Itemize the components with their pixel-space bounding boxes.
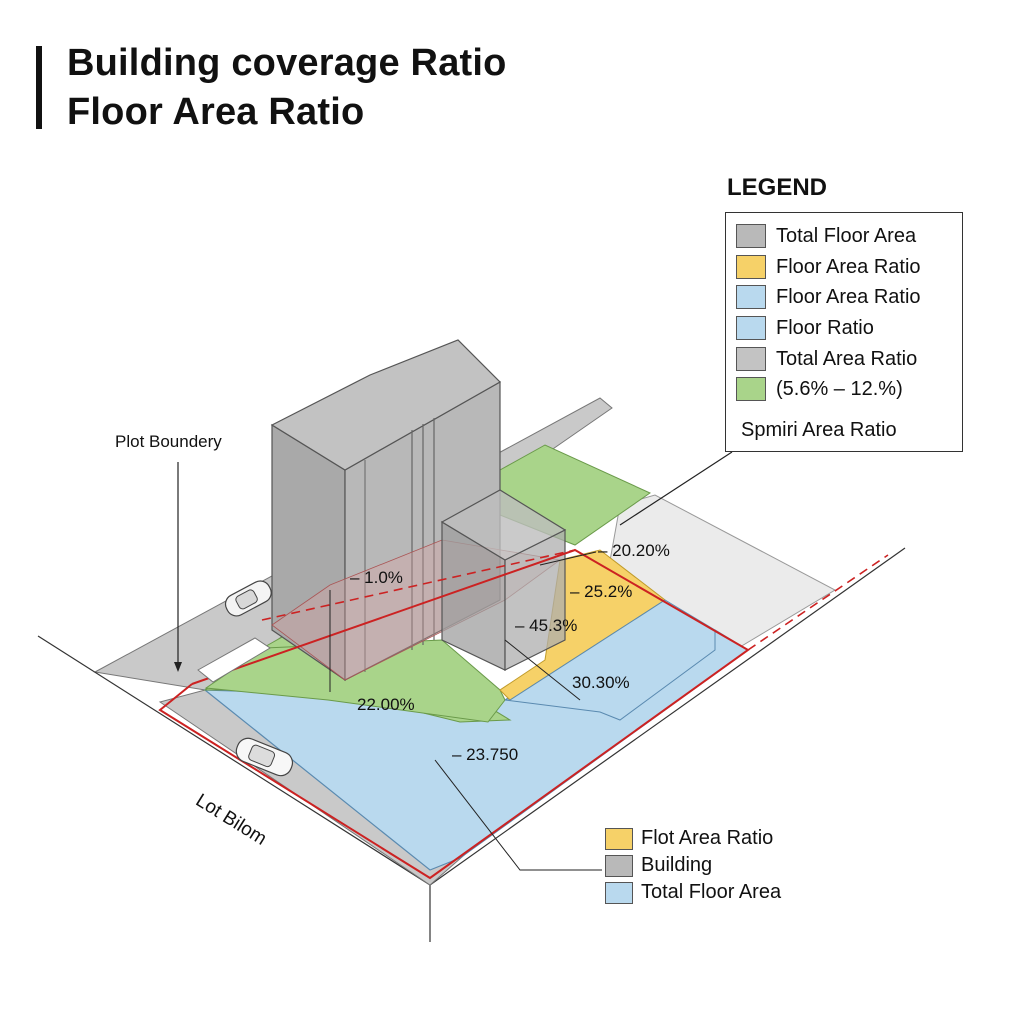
label-pct-1-0: – 1.0%: [350, 568, 403, 587]
legend-item: Total Area Ratio: [736, 346, 917, 372]
legend-bottom-item: Total Floor Area: [605, 879, 781, 906]
legend-bottom-swatch: [605, 881, 633, 904]
legend-title: LEGEND: [727, 174, 828, 201]
legend-item-label: Total Area Ratio: [776, 347, 918, 370]
legend-swatch: [736, 285, 766, 309]
leader-23-750: [434, 759, 602, 871]
legend-item-label: Floor Ratio: [776, 316, 874, 339]
legend-bottom-item: Building: [605, 852, 781, 879]
plot-boundary-arrow: [174, 662, 182, 672]
legend-footer: Spmiri Area Ratio: [741, 419, 897, 441]
leader-20-20: [539, 551, 597, 566]
legend-item: Floor Ratio: [736, 315, 874, 341]
label-plot-boundary: Plot Boundery: [115, 432, 222, 451]
plot-boundary-dashed-1: [159, 709, 431, 879]
legend-item: Floor Area Ratio: [736, 254, 921, 280]
legend-swatch: [736, 377, 766, 401]
legend-bottom: Flot Area Ratio Building Total Floor Are…: [605, 825, 781, 906]
leader-45-3: [504, 639, 581, 701]
legend-swatch: [736, 347, 766, 371]
title-accent-bar: [36, 46, 42, 129]
label-pct-25-2: – 25.2%: [570, 582, 633, 601]
ground-line-right: [429, 547, 906, 886]
legend-item-label: Floor Area Ratio: [776, 255, 921, 278]
plot-boundary-line: [158, 548, 750, 880]
legend-box: Total Floor Area Floor Area Ratio Floor …: [725, 212, 963, 452]
legend-item: (5.6% – 12.%): [736, 376, 903, 402]
legend-bottom-label: Total Floor Area: [641, 881, 782, 903]
ground-line-left: [37, 635, 431, 886]
legend-item-label: Floor Area Ratio: [776, 285, 921, 308]
legend-swatch: [736, 224, 766, 248]
page-title-line-1: Building coverage Ratio: [67, 42, 507, 84]
legend-item-label: Total Floor Area: [776, 224, 917, 247]
label-pct-30-30: 30.30%: [572, 673, 630, 692]
legend-swatch: [736, 316, 766, 340]
legend-swatch: [736, 255, 766, 279]
green-space-front-2: [204, 639, 506, 723]
legend-item: Total Floor Area: [736, 223, 916, 249]
legend-bottom-swatch: [605, 827, 633, 850]
legend-bottom-item: Flot Area Ratio: [605, 825, 781, 852]
page-title-line-2: Floor Area Ratio: [67, 91, 365, 133]
label-pct-23-750: – 23.750: [452, 745, 519, 764]
legend-item-label: (5.6% – 12.%): [776, 377, 903, 400]
legend-item: Floor Area Ratio: [736, 284, 921, 310]
crosswalk: [197, 637, 271, 683]
glass-block-roof: [440, 489, 567, 561]
plot-boundary-dashed-2: [261, 549, 576, 621]
legend-bottom-label: Building: [641, 854, 713, 876]
blue-band-right: [504, 599, 716, 721]
label-pct-20-20: – 20.20%: [598, 541, 670, 560]
car-icon-bottom: [235, 737, 294, 777]
car-icon-top: [224, 580, 272, 617]
building-tower-roof: [270, 339, 501, 471]
label-pct-22-00: 22.00%: [357, 695, 415, 714]
legend-bottom-swatch: [605, 854, 633, 877]
plot-boundary-dashed-3: [747, 554, 889, 651]
legend-bottom-label: Flot Area Ratio: [641, 827, 774, 849]
label-pct-45-3: – 45.3%: [515, 616, 578, 635]
legend-leader: [619, 451, 733, 526]
